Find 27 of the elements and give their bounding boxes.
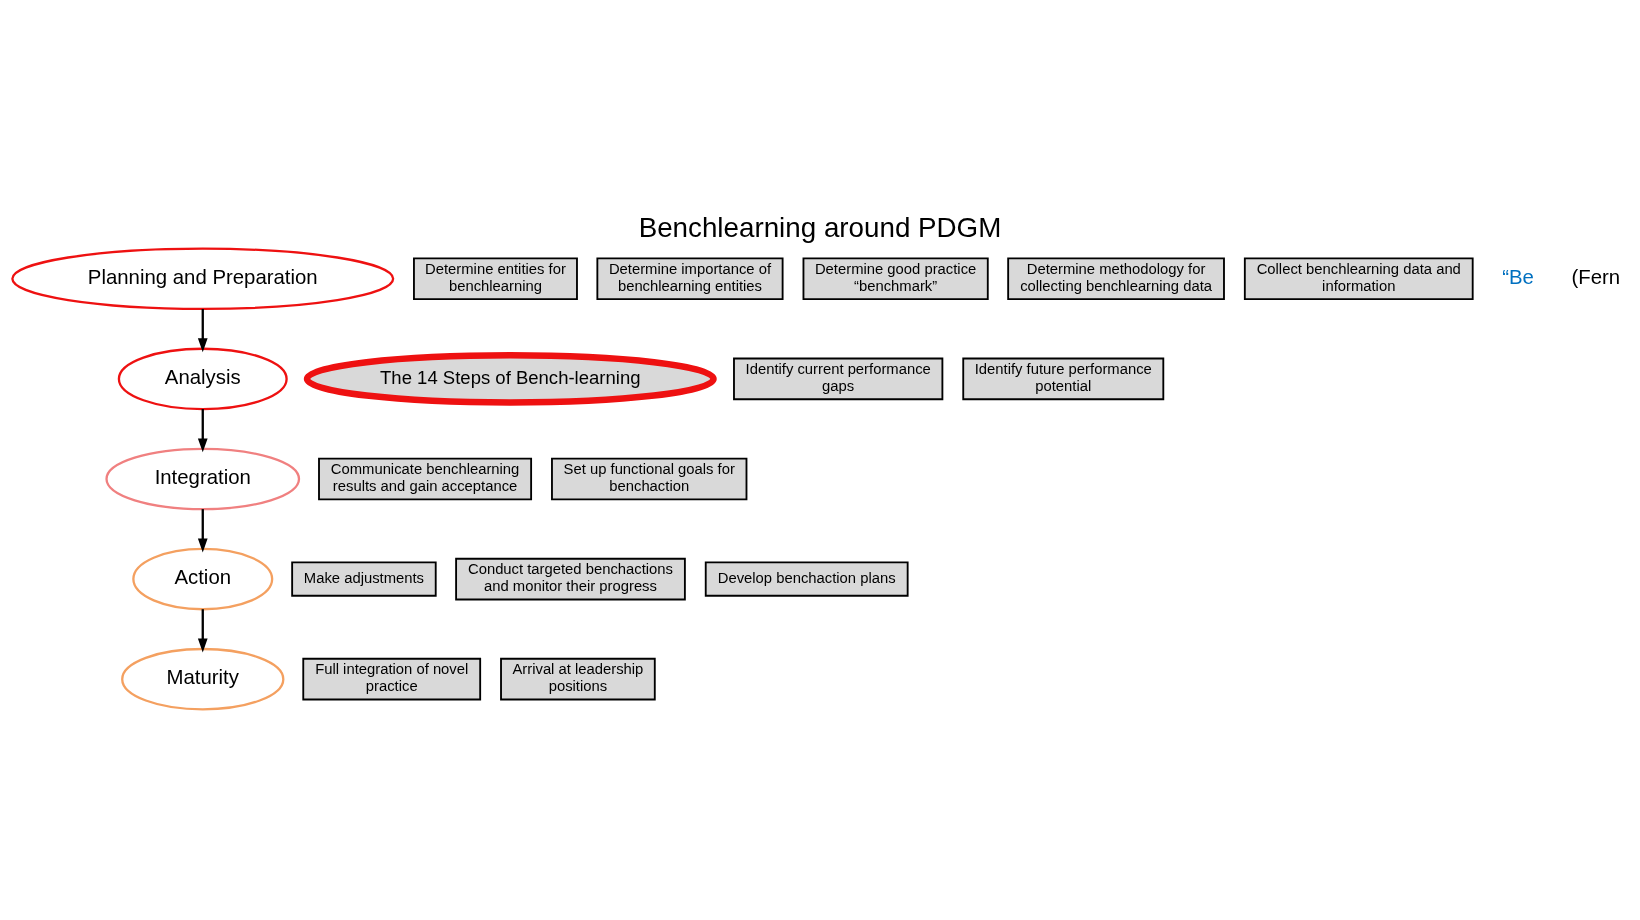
node-ellipse: Analysis bbox=[117, 347, 288, 411]
node-box: Collect benchlearning data and information bbox=[1243, 257, 1474, 301]
node-box: Full integration of novel practice bbox=[302, 657, 482, 701]
node-box: Determine methodology for collecting benchlearning data bbox=[1007, 257, 1225, 301]
node-box: Develop benchaction plans bbox=[704, 561, 909, 597]
node-box: Determine entities for benchlearning bbox=[413, 257, 578, 301]
node-box: Set up functional goals for benchaction bbox=[551, 457, 748, 501]
arrow bbox=[197, 609, 208, 653]
node-ellipse: The 14 Steps of Bench-learning bbox=[303, 352, 717, 406]
node-box: Conduct targeted benchactions and monitor their progress bbox=[455, 557, 686, 601]
node-ellipse: Maturity bbox=[121, 647, 285, 711]
arrow bbox=[197, 509, 208, 553]
node-box: Communicate benchlearning results and gain acceptance bbox=[318, 457, 533, 501]
node-box: Identify current performance gaps bbox=[733, 357, 944, 401]
arrow bbox=[197, 409, 208, 453]
node-ellipse: Planning and Preparation bbox=[11, 247, 395, 311]
node-ellipse: Action bbox=[132, 547, 274, 611]
node-box: Determine good practice “benchmark” bbox=[802, 257, 989, 301]
arrow bbox=[197, 308, 208, 353]
node-box: Make adjustments bbox=[291, 561, 437, 597]
label: (Fern bbox=[1571, 266, 1621, 288]
diagram-title: Benchlearning around PDGM bbox=[638, 211, 1002, 243]
node-box: Determine importance of benchlearning entities bbox=[596, 257, 784, 301]
node-box: Arrival at leadership positions bbox=[500, 657, 656, 701]
label: “Be bbox=[1502, 266, 1534, 288]
node-ellipse: Integration bbox=[105, 447, 301, 511]
node-box: Identify future performance potential bbox=[962, 357, 1165, 401]
